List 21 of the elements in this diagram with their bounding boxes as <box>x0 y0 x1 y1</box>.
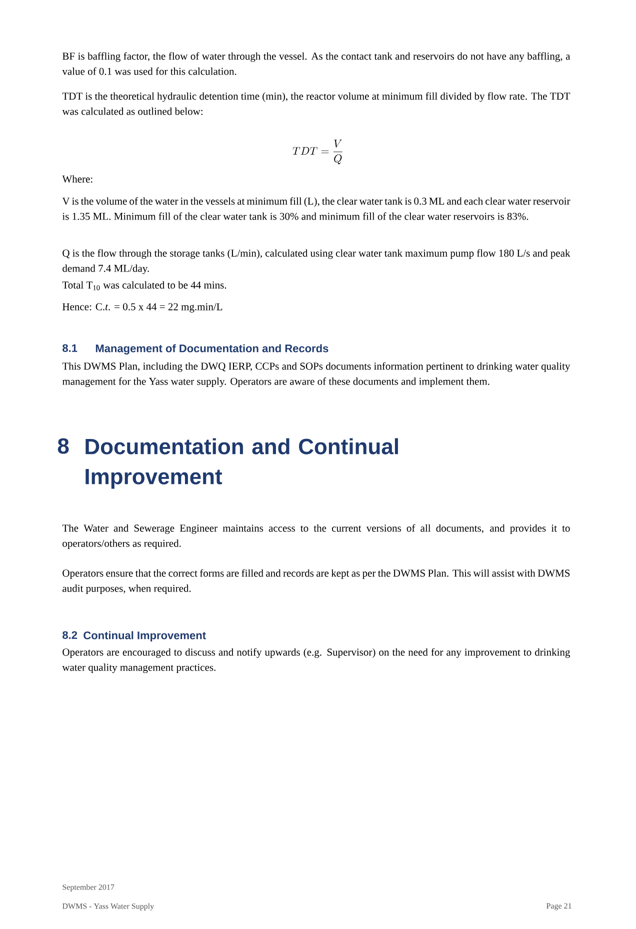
paragraph: Operators ensure that the correct forms are filled and records are kept as per the DWMS Plan. This will assist with DWMS audit purposes, when required. <box>62 569 570 594</box>
section-heading: Management of Documentation and Records <box>96 344 328 355</box>
section-number: 8.1 <box>62 344 78 352</box>
footer-date: September 2017 <box>62 884 114 892</box>
chapter-number: 8 <box>58 438 69 454</box>
paragraph: TDT is the theoretical hydraulic detention time (min), the reactor volume at minimum fill divided by flow rate. The TDT was calculated as outlined below: <box>62 92 570 115</box>
paragraph: BF is baffling factor, the flow of water through the vessel. As the contact tank and reservoirs do not have any baffling, a value of 0.1 was used for this calculation. <box>62 52 570 75</box>
paragraph: Where: <box>62 175 92 183</box>
page-number: Page 21 <box>546 903 572 910</box>
paragraph: Operators are encouraged to discuss and notify upwards (e.g. Supervisor) on the need for any improvement to drinking water quality management practices. <box>62 648 570 674</box>
paragraph: Hence: C.t. = 0.5 x 44 = 22 mg.min/L <box>62 303 222 312</box>
paragraph: V is the volume of the water in the vessels at minimum fill (L), the clear water tank is 0.3 ML and each clear water reservoir is 1.35 ML. Minimum fill of the clear water tank is 30% and minimum fill of the clear water reservoirs is 83%. <box>62 197 570 220</box>
paragraph: Q is the flow through the storage tanks (L/min), calculated using clear water tank maximum pump flow 180 L/s and peak demand 7.4 ML/day. <box>62 249 570 274</box>
paragraph: Total T$_{10}$ was calculated to be 44 mins. <box>62 281 226 290</box>
paragraph: The Water and Sewerage Engineer maintains access to the current versions of all documents, and provides it to operators/others as required. <box>62 524 570 550</box>
section-number: 8.2 <box>62 631 78 639</box>
chapter-heading: Documentation and Continual Improvement <box>86 438 398 489</box>
paragraph: This DWMS Plan, including the DWQ IERP, CCPs and SOPs documents information pertinent to drinking water quality management for the Yass water supply. Operators are aware of these documents and implement them. <box>62 362 570 388</box>
section-heading: Continual Improvement <box>84 631 206 642</box>
formula: $TDT = \frac{V}{Q}$ <box>292 140 342 164</box>
footer-title: DWMS - Yass Water Supply <box>62 903 154 910</box>
